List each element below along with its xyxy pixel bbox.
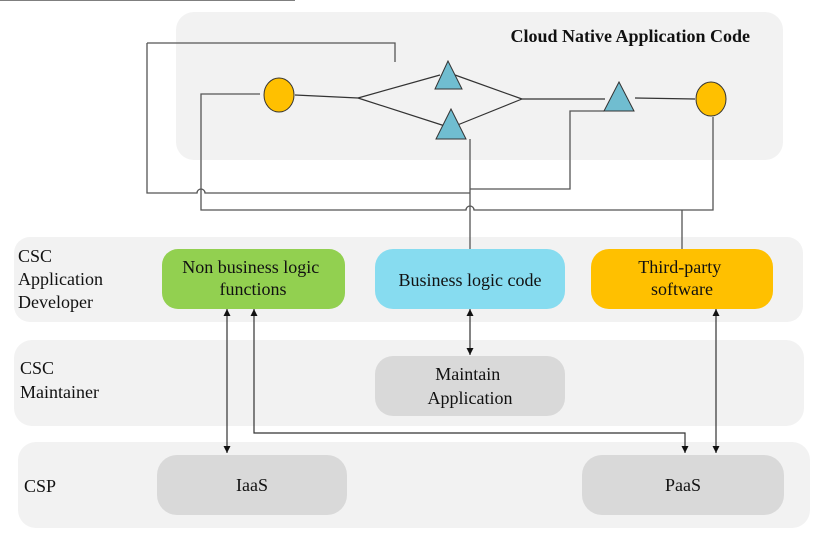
lane-csp-label: CSP <box>24 476 56 496</box>
wire-top-triangle-loop <box>146 42 470 194</box>
wire-bottom-triangle-to-business <box>469 139 471 249</box>
lane-developer-label: CSC Application Developer <box>18 246 107 312</box>
edge-bottom-triangle-to-join <box>454 98 523 127</box>
paas-box[interactable] <box>582 455 784 515</box>
iaas-box[interactable] <box>157 455 347 515</box>
cloud-native-panel <box>176 12 783 160</box>
left-component-circle[interactable] <box>263 77 295 113</box>
edge-fork-to-bottom-triangle <box>357 97 446 127</box>
business-logic-box[interactable] <box>375 249 565 309</box>
third-party-box[interactable] <box>591 249 773 309</box>
edge-fork-to-top-triangle <box>357 74 441 99</box>
third-party-label: Third-party software <box>638 257 725 299</box>
right-component-circle[interactable] <box>695 81 727 117</box>
right-triangle[interactable] <box>603 80 635 112</box>
edge-left-circle-to-fork <box>294 94 359 99</box>
cloud-native-title: Cloud Native Application Code <box>510 26 750 46</box>
business-logic-label: Business logic code <box>399 270 542 290</box>
non-business-logic-box[interactable] <box>162 249 345 309</box>
wire-left-circle-down <box>200 93 714 211</box>
arrow-nonbusiness-paas <box>250 309 689 453</box>
top-triangle[interactable] <box>434 59 463 90</box>
paas-label: PaaS <box>665 475 701 495</box>
edge-top-triangle-to-join <box>454 74 523 100</box>
lane-maintainer-label: CSC Maintainer <box>20 358 99 402</box>
non-business-logic-label: Non business logic functions <box>182 257 324 299</box>
wire-right-triangle-to-bottom <box>470 110 604 190</box>
edge-right-triangle-to-circle <box>634 97 696 100</box>
middle-triangle[interactable] <box>435 107 467 140</box>
iaas-label: IaaS <box>236 475 268 495</box>
